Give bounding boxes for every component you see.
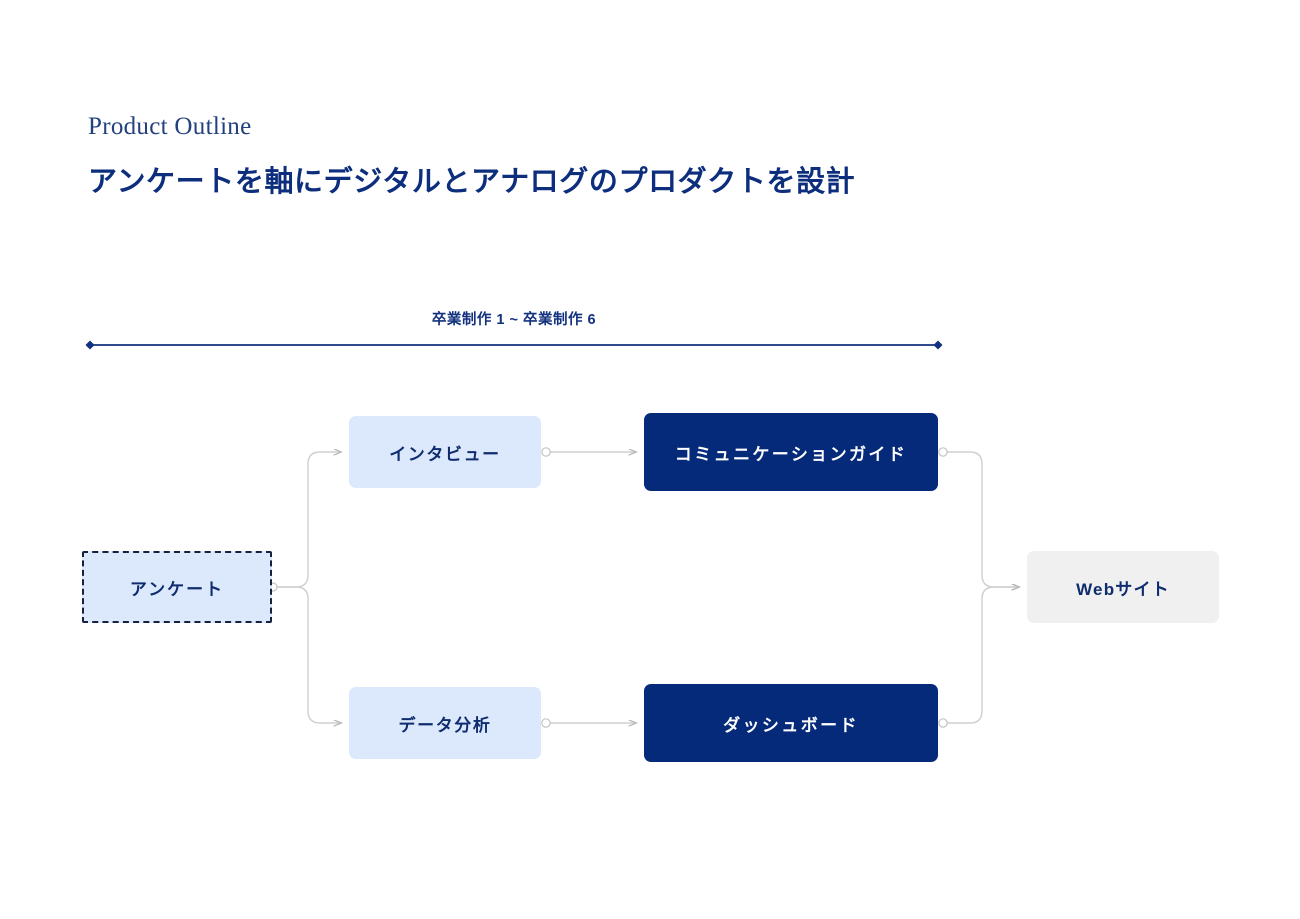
page-title: アンケートを軸にデジタルとアナログのプロダクトを設計 bbox=[88, 166, 856, 198]
connector-dot-dashboard-out bbox=[938, 718, 948, 728]
edge-dashboard-to-website bbox=[938, 587, 1019, 728]
timeline: 卒業制作 1 ~ 卒業制作 6 bbox=[84, 308, 944, 350]
flow-node-survey[interactable]: アンケート bbox=[82, 551, 272, 623]
edge-survey-to-analysis bbox=[272, 586, 341, 723]
timeline-axis bbox=[85, 340, 943, 350]
flow-node-interview[interactable]: インタビュー bbox=[349, 416, 541, 488]
edge-guide-to-website bbox=[938, 447, 1019, 587]
edge-analysis-to-dashboard bbox=[541, 718, 636, 728]
connector-dot-guide-out bbox=[938, 447, 948, 457]
connector-dot-interview-out bbox=[541, 447, 551, 457]
flow-node-communication-guide[interactable]: コミュニケーションガイド bbox=[644, 413, 938, 491]
page-header: Product Outline アンケートを軸にデジタルとアナログのプロダクトを… bbox=[88, 112, 1088, 200]
connector-dot-analysis-out bbox=[541, 718, 551, 728]
edge-survey-to-interview bbox=[272, 452, 341, 588]
diamond-marker-icon-start bbox=[85, 340, 95, 350]
diamond-marker-icon-end bbox=[933, 340, 943, 350]
flow-node-dashboard[interactable]: ダッシュボード bbox=[644, 684, 938, 762]
flow-node-analysis[interactable]: データ分析 bbox=[349, 687, 541, 759]
page-eyebrow: Product Outline bbox=[88, 113, 252, 140]
flow-node-website[interactable]: Webサイト bbox=[1027, 551, 1219, 623]
edge-interview-to-guide bbox=[541, 447, 636, 457]
timeline-label: 卒業制作 1 ~ 卒業制作 6 bbox=[431, 312, 597, 328]
